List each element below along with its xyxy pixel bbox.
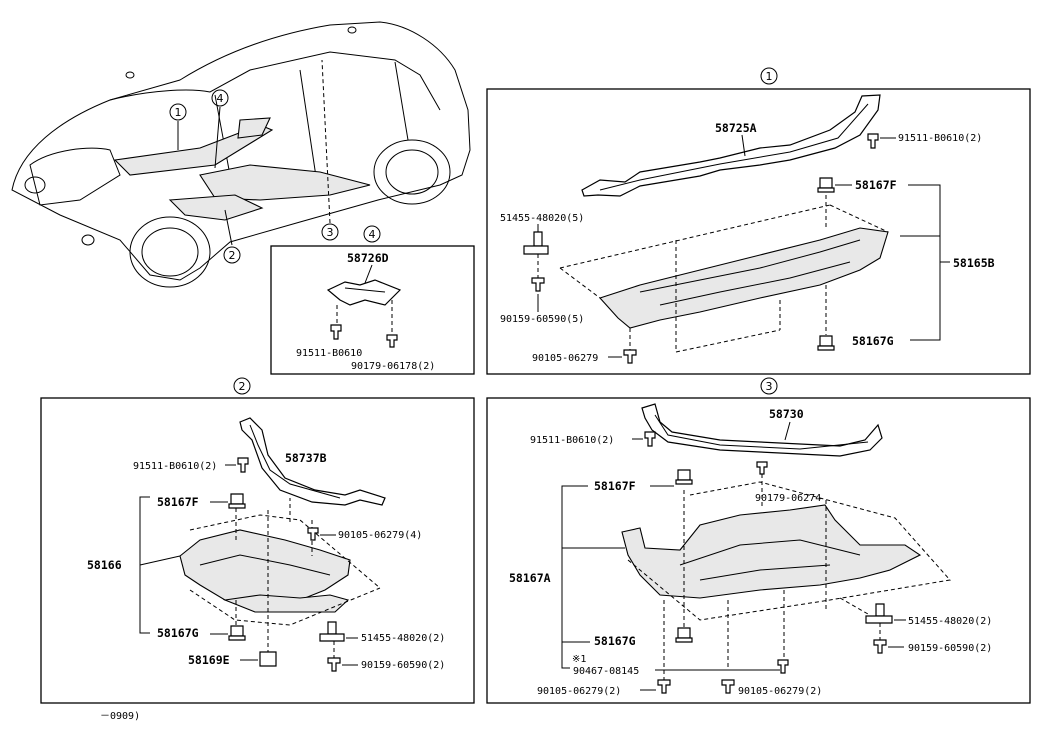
label-58167G-p2: 58167G [157, 626, 199, 640]
callout-1: 1 [175, 106, 182, 119]
footnote: －0909) [100, 711, 140, 722]
panel-1: 1 58725A 91511-B0610(2) 58167F 58165B [486, 67, 1031, 375]
label-58167F-p1: 58167F [855, 178, 897, 192]
panel-2: 2 58737B 91511-B0610(2) 58167F 58166 90 [40, 377, 475, 704]
label-91511-B0610-p4: 91511-B0610 [296, 348, 362, 359]
panel-4: 4 58726D 91511-B0610 90179-06178(2) [270, 225, 475, 375]
label-58167G-p1: 58167G [852, 334, 894, 348]
vehicle-overview: 1 4 2 3 [11, 21, 471, 288]
label-58167F-p2: 58167F [157, 495, 199, 509]
label-91511-B0610-p2: 91511-B0610(2) [133, 461, 217, 472]
label-58167G-p3: 58167G [594, 634, 636, 648]
panel-1-marker: 1 [766, 70, 773, 83]
label-90159-60590-p3: 90159-60590(2) [908, 643, 992, 654]
label-91511-B0610-p1: 91511-B0610(2) [898, 133, 982, 144]
label-51455-48020-p1: 51455-48020(5) [500, 213, 584, 224]
label-90159-60590-p2: 90159-60590(2) [361, 660, 445, 671]
callout-2: 2 [229, 249, 236, 262]
label-51455-48020-p2: 51455-48020(2) [361, 633, 445, 644]
label-90179-06274: 90179-06274 [755, 493, 821, 504]
label-90105-06279-p3b: 90105-06279(2) [738, 686, 822, 697]
label-90105-06279-p3a: 90105-06279(2) [537, 686, 621, 697]
label-58726D: 58726D [347, 251, 389, 265]
panel-3-marker: 3 [766, 380, 773, 393]
label-58169E: 58169E [188, 653, 230, 667]
callout-3: 3 [327, 226, 334, 239]
label-90179-06178: 90179-06178(2) [351, 361, 435, 372]
callout-4: 4 [217, 92, 224, 105]
label-51455-48020-p3: 51455-48020(2) [908, 616, 992, 627]
note-mark: ※1 [572, 654, 586, 665]
panel-3: 3 58730 91511-B0610(2) 58167F 90179-0627… [486, 377, 1031, 704]
label-90105-06279-p1: 90105-06279 [532, 353, 598, 364]
label-58165B: 58165B [953, 256, 995, 270]
label-58730: 58730 [769, 407, 804, 421]
panel-2-marker: 2 [239, 380, 246, 393]
panel-4-marker: 4 [369, 228, 376, 241]
label-58167A: 58167A [509, 571, 551, 585]
label-58737B: 58737B [285, 451, 327, 465]
label-90105-06279-p2: 90105-06279(4) [338, 530, 422, 541]
label-90159-60590-p1: 90159-60590(5) [500, 314, 584, 325]
label-90467-08145: 90467-08145 [573, 666, 639, 677]
label-58725A: 58725A [715, 121, 757, 135]
label-91511-B0610-p3: 91511-B0610(2) [530, 435, 614, 446]
label-58167F-p3: 58167F [594, 479, 636, 493]
label-58166: 58166 [87, 558, 122, 572]
